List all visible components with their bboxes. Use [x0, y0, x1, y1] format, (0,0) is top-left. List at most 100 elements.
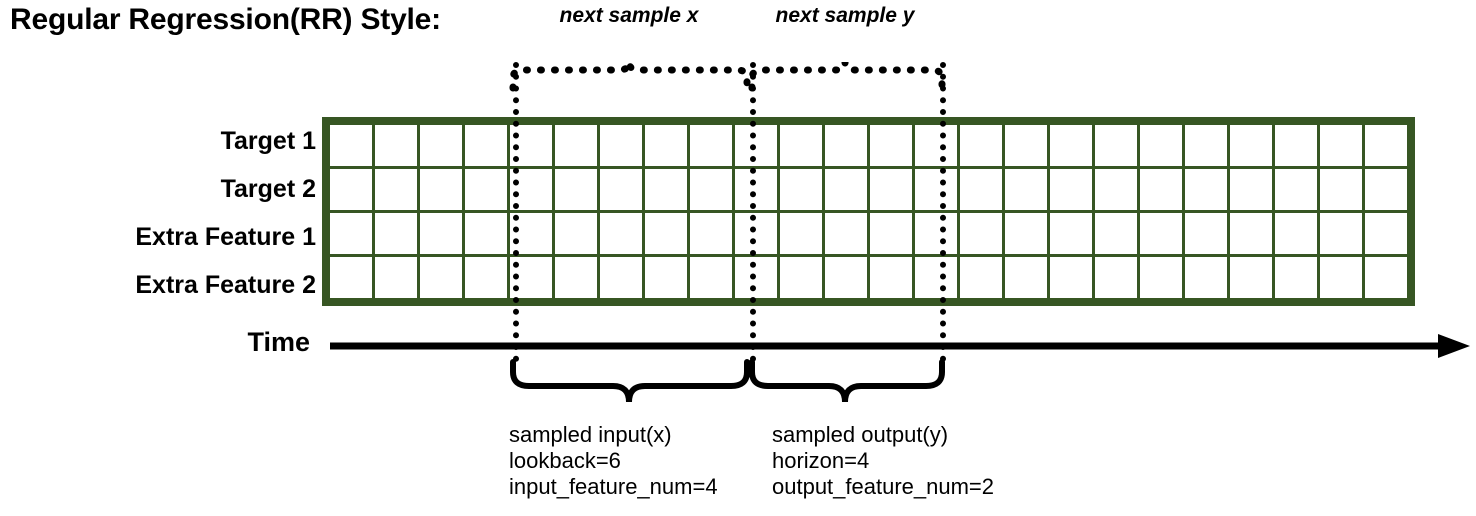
grid-cell-r1-c13: [912, 166, 960, 213]
grid-cell-r0-c12: [867, 122, 915, 169]
caption-input-line-2: lookback=6: [509, 448, 621, 473]
grid-cell-r1-c6: [597, 166, 645, 213]
grid-cell-r0-c3: [462, 122, 510, 169]
grid-cell-r2-c20: [1227, 210, 1275, 257]
caption-input-line-1: sampled input(x): [509, 422, 672, 447]
grid-cell-r0-c23: [1362, 122, 1410, 169]
grid-cell-r3-c17: [1092, 254, 1140, 301]
grid-cell-r1-c14: [957, 166, 1005, 213]
grid-cell-r1-c21: [1272, 166, 1320, 213]
grid-cell-r0-c6: [597, 122, 645, 169]
grid-row-target-2: [327, 166, 1410, 213]
grid-cell-r3-c6: [597, 254, 645, 301]
grid-cell-r0-c10: [777, 122, 825, 169]
grid-cell-r0-c18: [1137, 122, 1185, 169]
caption-sampled-input: sampled input(x) lookback=6 input_featur…: [509, 422, 718, 500]
grid-cell-r3-c23: [1362, 254, 1410, 301]
grid-cell-r1-c11: [822, 166, 870, 213]
grid-cell-r1-c1: [372, 166, 420, 213]
grid-cell-r0-c11: [822, 122, 870, 169]
grid-cell-r3-c18: [1137, 254, 1185, 301]
guide-input-end: [750, 62, 756, 362]
grid-cell-r3-c1: [372, 254, 420, 301]
grid-cell-r1-c0: [327, 166, 375, 213]
caption-output-line-2: horizon=4: [772, 448, 870, 473]
grid-cell-r2-c5: [552, 210, 600, 257]
annotation-next-sample-x: next sample x: [559, 4, 699, 27]
grid-cell-r1-c10: [777, 166, 825, 213]
grid-cell-r2-c23: [1362, 210, 1410, 257]
grid-cell-r2-c22: [1317, 210, 1365, 257]
grid-cell-r0-c17: [1092, 122, 1140, 169]
grid-cell-r0-c2: [417, 122, 465, 169]
grid-cell-r3-c5: [552, 254, 600, 301]
grid-cell-r3-c19: [1182, 254, 1230, 301]
grid-cell-r2-c18: [1137, 210, 1185, 257]
grid-cell-r3-c15: [1002, 254, 1050, 301]
bottom-brace-input: [507, 359, 757, 414]
grid-cell-r1-c23: [1362, 166, 1410, 213]
grid-cell-r0-c21: [1272, 122, 1320, 169]
grid-cell-r2-c10: [777, 210, 825, 257]
grid-cell-r2-c0: [327, 210, 375, 257]
grid-row-extra-feature-2: [327, 254, 1410, 301]
grid-cell-r2-c2: [417, 210, 465, 257]
grid-cell-r3-c8: [687, 254, 735, 301]
grid-cell-r0-c0: [327, 122, 375, 169]
timeseries-grid: [322, 117, 1415, 306]
grid-cell-r2-c17: [1092, 210, 1140, 257]
grid-cell-r3-c20: [1227, 254, 1275, 301]
grid-cell-r2-c15: [1002, 210, 1050, 257]
grid-cell-r1-c2: [417, 166, 465, 213]
grid-cell-r2-c7: [642, 210, 690, 257]
grid-cell-r0-c8: [687, 122, 735, 169]
grid-cell-r0-c13: [912, 122, 960, 169]
grid-row-target-1: [327, 122, 1410, 169]
grid-cell-r3-c11: [822, 254, 870, 301]
grid-cell-r0-c16: [1047, 122, 1095, 169]
guide-input-start: [513, 62, 519, 362]
grid-cell-r1-c18: [1137, 166, 1185, 213]
grid-cell-r3-c9: [732, 254, 780, 301]
grid-cell-r1-c22: [1317, 166, 1365, 213]
grid-cell-r3-c13: [912, 254, 960, 301]
grid-cell-r3-c21: [1272, 254, 1320, 301]
caption-output-line-1: sampled output(y): [772, 422, 949, 447]
grid-cell-r3-c2: [417, 254, 465, 301]
grid-cell-r1-c3: [462, 166, 510, 213]
grid-table: [327, 122, 1410, 301]
row-label-column: Target 1 Target 2 Extra Feature 1 Extra …: [0, 0, 316, 516]
grid-cell-r1-c17: [1092, 166, 1140, 213]
grid-cell-r0-c14: [957, 122, 1005, 169]
grid-cell-r2-c9: [732, 210, 780, 257]
grid-cell-r0-c1: [372, 122, 420, 169]
grid-cell-r1-c20: [1227, 166, 1275, 213]
top-brace-output: [747, 58, 952, 92]
annotation-next-sample-y: next sample y: [775, 4, 915, 27]
caption-sampled-output: sampled output(y) horizon=4 output_featu…: [772, 422, 994, 500]
row-label-extra-feature-1: Extra Feature 1: [135, 223, 316, 251]
grid-cell-r0-c5: [552, 122, 600, 169]
grid-cell-r2-c3: [462, 210, 510, 257]
grid-cell-r1-c9: [732, 166, 780, 213]
grid-cell-r1-c8: [687, 166, 735, 213]
grid-cell-r1-c7: [642, 166, 690, 213]
time-axis-arrow: [330, 334, 1470, 358]
grid-cell-r1-c12: [867, 166, 915, 213]
row-label-target-1: Target 1: [220, 127, 316, 155]
grid-cell-r2-c12: [867, 210, 915, 257]
grid-cell-r1-c19: [1182, 166, 1230, 213]
grid-cell-r0-c19: [1182, 122, 1230, 169]
grid-cell-r2-c21: [1272, 210, 1320, 257]
grid-cell-r3-c12: [867, 254, 915, 301]
grid-cell-r2-c16: [1047, 210, 1095, 257]
grid-cell-r3-c16: [1047, 254, 1095, 301]
guide-output-end: [940, 62, 946, 362]
row-label-target-2: Target 2: [220, 175, 316, 203]
grid-cell-r3-c10: [777, 254, 825, 301]
grid-cell-r3-c0: [327, 254, 375, 301]
caption-input-line-3: input_feature_num=4: [509, 474, 718, 499]
grid-cell-r2-c11: [822, 210, 870, 257]
grid-cell-r0-c9: [732, 122, 780, 169]
